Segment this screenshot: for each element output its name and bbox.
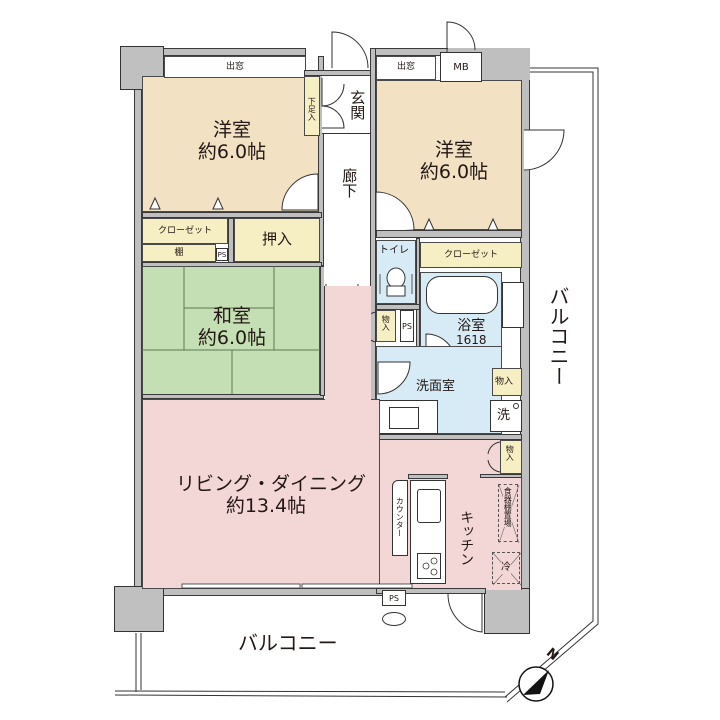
balcony-south-label: バルコニー (238, 631, 338, 655)
door-kitchen-balcony[interactable] (446, 592, 486, 636)
cupboard-space: 食器棚置場 (498, 484, 520, 544)
shoe-cabinet[interactable]: 下足入 (304, 76, 320, 136)
storage-3-label: 物入 (505, 445, 515, 461)
sink (389, 407, 419, 429)
bathroom-label: 浴室 1618 (456, 318, 487, 348)
western-room-2-label: 洋室 約6.0帖 (392, 139, 516, 184)
washer-label: 洗 (497, 408, 511, 423)
oshiire-label: 押入 (261, 230, 292, 248)
japanese-room-size: 約6.0帖 (197, 326, 267, 349)
ps-3: PS (382, 590, 406, 606)
ldk-label: リビング・ダイニング 約13.4帖 (176, 473, 367, 518)
living-dining[interactable] (142, 399, 380, 589)
ldk-size: 約13.4帖 (225, 494, 307, 517)
outer-wall-west (134, 88, 142, 596)
wall-toilet-south (376, 304, 420, 310)
washer[interactable]: 洗 (490, 400, 522, 432)
wall-japanese-south (142, 394, 324, 399)
tatami-lines (142, 266, 320, 396)
western-room-2-size: 約6.0帖 (419, 160, 489, 183)
fridge-space: 冷 (492, 552, 522, 586)
stove-burners-icon (422, 557, 438, 576)
western-room-1-label: 洋室 約6.0帖 (170, 119, 294, 164)
shelf-label: 棚 (174, 248, 184, 258)
storage-1[interactable]: 物入 (376, 310, 396, 342)
western-room-1-name: 洋室 (212, 119, 251, 141)
counter: カウンター (392, 480, 408, 556)
balcony-east-label: バルコニー (546, 286, 570, 386)
bay-window-2: 出窓 (376, 56, 436, 80)
door-mb[interactable] (445, 20, 485, 60)
wall-japanese-east (320, 266, 325, 396)
cupboard-label: 食器棚置場 (503, 487, 513, 527)
bay-window-1: 出窓 (164, 56, 306, 78)
toilet-fixture-icon (379, 267, 413, 297)
storage-3[interactable]: 物入 (500, 440, 522, 474)
bay-window-2-label: 出窓 (396, 62, 415, 72)
compass-icon (518, 666, 554, 702)
entrance-label: 玄関 (348, 90, 367, 120)
japanese-room[interactable] (142, 266, 320, 396)
fridge-label: 冷 (501, 562, 511, 574)
bathroom-name: 浴室 (457, 318, 486, 334)
closet-2[interactable]: クローゼット (420, 242, 522, 268)
wall-room2-south (376, 230, 522, 238)
shoe-cabinet-label: 下足入 (307, 97, 317, 121)
kitchen-sink (417, 489, 441, 523)
bay-window-1-label: 出窓 (225, 62, 244, 72)
bathtub (426, 276, 498, 314)
wall-room1-south (142, 212, 322, 218)
front-door[interactable] (330, 30, 370, 70)
ldk-name: リビング・ダイニング (176, 473, 367, 495)
western-room-1-size: 約6.0帖 (197, 140, 267, 163)
closet-1-label: クローゼット (157, 226, 212, 236)
entrance-doors[interactable] (320, 76, 360, 136)
stove (417, 553, 441, 579)
ldk-windows (181, 583, 413, 589)
oshiire[interactable]: 押入 (234, 218, 320, 262)
door-room1[interactable] (280, 172, 320, 212)
bathroom-window (502, 282, 524, 328)
ps-1: PS (216, 248, 228, 261)
kitchen-label: キッチン (458, 510, 475, 566)
pillar-southeast (484, 588, 530, 634)
door-room2[interactable] (374, 190, 418, 234)
counter-label: カウンター (395, 497, 405, 537)
shelf: 棚 (142, 244, 216, 262)
toilet-label: トイレ (379, 245, 409, 256)
storage-2-label: 物入 (495, 377, 514, 387)
wall-ps3 (376, 588, 486, 594)
living-dining-upper (325, 286, 371, 401)
storage-1-label: 物入 (381, 315, 391, 331)
door-storage-3[interactable] (482, 440, 502, 476)
kitchen-counter (410, 480, 446, 584)
pillar-southwest (114, 586, 164, 632)
bathroom-size: 1618 (456, 333, 487, 348)
washer-drain-icon (513, 403, 519, 409)
japanese-room-label: 和室 約6.0帖 (180, 305, 284, 350)
hallway[interactable] (324, 136, 370, 286)
storage-2[interactable]: 物入 (492, 368, 522, 396)
closet-1[interactable]: クローゼット (142, 218, 228, 244)
balcony-door-room2[interactable] (522, 128, 572, 178)
western-room-2-name: 洋室 (434, 139, 473, 161)
counter-wall (408, 474, 448, 479)
door-washroom[interactable] (376, 360, 412, 396)
closet-arrows-1 (149, 196, 224, 210)
japanese-room-name: 和室 (212, 305, 251, 327)
wall-kitchen-storage (480, 474, 522, 478)
vanity (378, 400, 438, 434)
meter-box: MB (440, 52, 482, 82)
drain-icon (382, 612, 406, 626)
washroom-label: 洗面室 (416, 379, 456, 394)
hallway-label: 廊下 (340, 168, 359, 198)
ps-2: PS (400, 310, 414, 342)
closet-2-label: クローゼット (443, 250, 498, 260)
